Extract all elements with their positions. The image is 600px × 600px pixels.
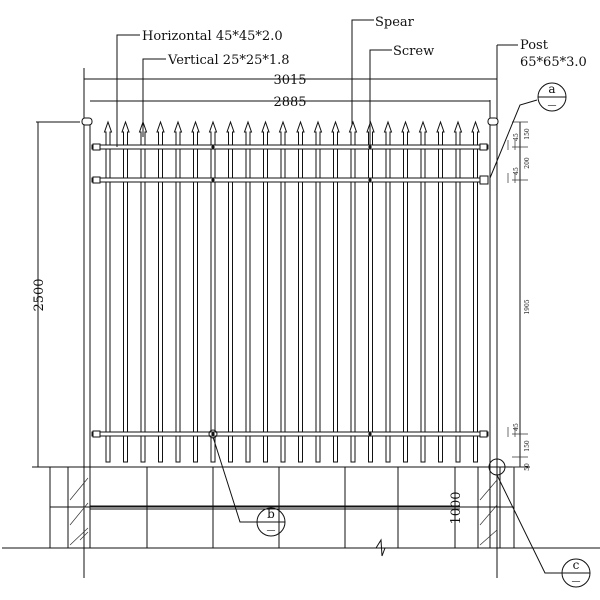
screws bbox=[211, 145, 372, 436]
picket bbox=[156, 120, 165, 463]
dim-height: 2500 bbox=[32, 278, 47, 311]
picket bbox=[103, 120, 113, 463]
callout-a: a — bbox=[537, 82, 567, 112]
foundation bbox=[2, 466, 600, 557]
picket bbox=[226, 120, 235, 463]
label-post-size: 65*65*3.0 bbox=[520, 55, 587, 70]
dim-top-gap: 150 bbox=[524, 128, 531, 140]
svg-text:a: a bbox=[548, 82, 555, 96]
picket bbox=[138, 120, 148, 463]
picket bbox=[173, 120, 183, 463]
svg-text:—: — bbox=[267, 526, 276, 536]
dimension-lines bbox=[36, 78, 528, 548]
dim-rail-size: 45 bbox=[513, 423, 520, 431]
pickets bbox=[103, 120, 480, 463]
dim-panel-width: 2885 bbox=[273, 95, 306, 110]
picket bbox=[261, 120, 270, 463]
picket bbox=[296, 120, 305, 463]
picket bbox=[418, 120, 428, 463]
picket bbox=[453, 120, 463, 463]
svg-text:c: c bbox=[573, 558, 580, 572]
dim-clearance: 50 bbox=[524, 463, 531, 471]
right-post bbox=[487, 45, 499, 578]
picket bbox=[278, 120, 288, 463]
svg-text:b: b bbox=[267, 507, 275, 521]
picket bbox=[383, 120, 393, 463]
dim-rail-size: 45 bbox=[513, 133, 520, 141]
svg-text:—: — bbox=[548, 101, 557, 111]
picket bbox=[191, 120, 200, 463]
label-spear: Spear bbox=[375, 15, 415, 30]
dim-picket-span: 1905 bbox=[524, 299, 531, 314]
dim-base-height: 1000 bbox=[449, 491, 464, 524]
break-line bbox=[375, 538, 386, 557]
picket bbox=[313, 120, 323, 463]
picket bbox=[348, 120, 358, 463]
leader-lines bbox=[116, 19, 562, 574]
dim-bottom-gap: 150 bbox=[524, 440, 531, 452]
picket bbox=[471, 120, 480, 463]
label-post: Post bbox=[520, 38, 549, 53]
picket bbox=[121, 120, 130, 463]
picket bbox=[436, 120, 445, 463]
detail-c-marker bbox=[488, 458, 506, 476]
rails bbox=[91, 143, 489, 438]
picket bbox=[401, 120, 410, 463]
picket bbox=[366, 120, 375, 463]
label-vertical: Vertical 25*25*1.8 bbox=[167, 53, 290, 68]
svg-text:—: — bbox=[572, 577, 581, 587]
dim-rail-gap: 200 bbox=[524, 157, 531, 169]
dim-rail-size: 45 bbox=[513, 167, 520, 175]
detail-b-marker bbox=[208, 429, 218, 439]
label-screw: Screw bbox=[393, 44, 434, 59]
picket bbox=[208, 120, 218, 463]
callout-b: b — bbox=[256, 507, 286, 537]
label-horizontal: Horizontal 45*45*2.0 bbox=[142, 29, 283, 44]
dim-overall-width: 3015 bbox=[273, 73, 306, 88]
callout-c: c — bbox=[561, 558, 591, 588]
picket bbox=[243, 120, 253, 463]
picket bbox=[331, 120, 340, 463]
